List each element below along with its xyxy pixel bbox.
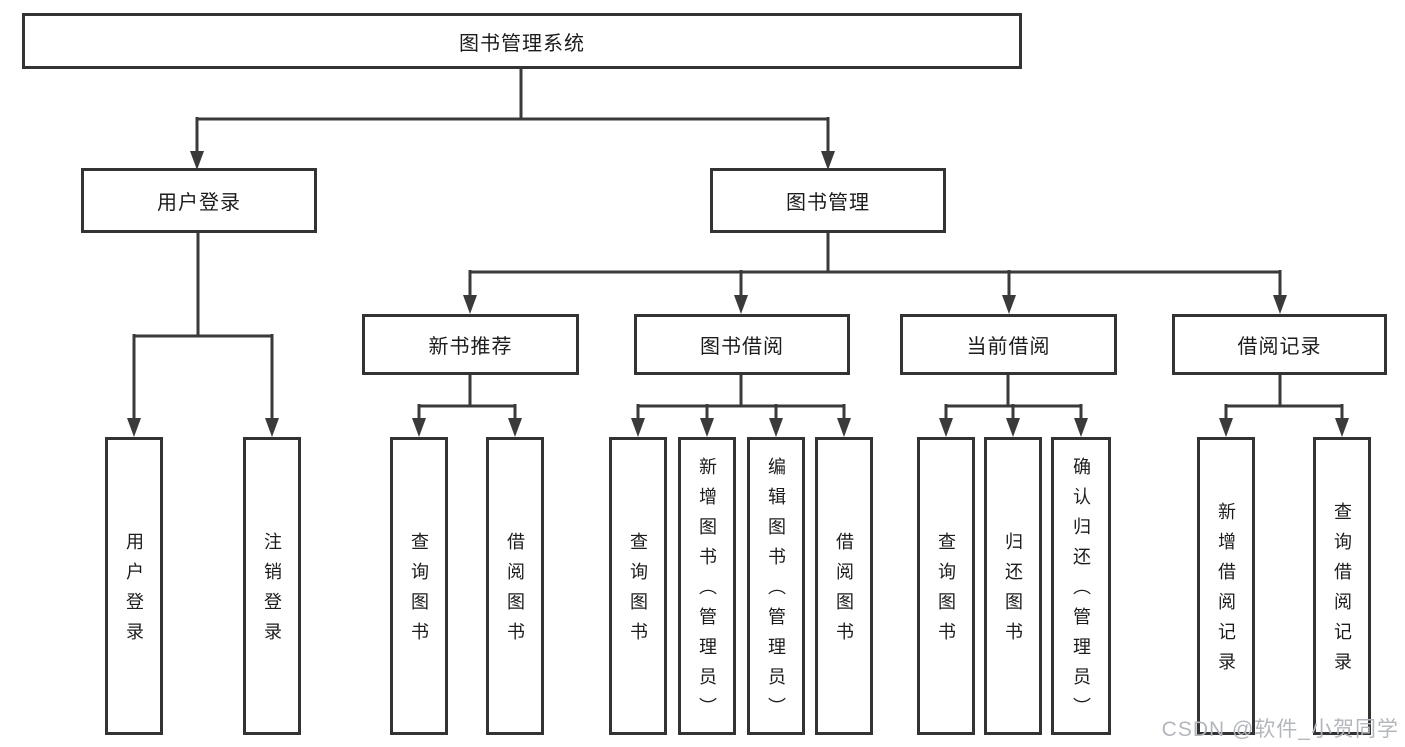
leaf-nbr-query-books: 查询图书 [390,437,448,735]
leaf-cb-query-books-label: 查询图书 [936,532,956,652]
node-user-login-label: 用户登录 [157,192,241,214]
node-new-book-recommendation: 新书推荐 [362,314,579,375]
leaf-cb-confirm-return-admin: 确认归还（管理员） [1051,437,1111,735]
leaf-bb-add-books-admin: 新增图书（管理员） [678,437,736,735]
leaf-br-add-borrow-record: 新增借阅记录 [1197,437,1255,735]
leaf-bb-query-books: 查询图书 [609,437,667,735]
leaf-cb-confirm-return-admin-label: 确认归还（管理员） [1071,457,1091,727]
leaf-bb-borrow-books-label: 借阅图书 [834,532,854,652]
leaf-br-query-borrow-record-label: 查询借阅记录 [1332,502,1352,682]
node-new-book-recommendation-label: 新书推荐 [428,336,513,358]
node-book-management-label: 图书管理 [786,192,870,214]
leaf-br-add-borrow-record-label: 新增借阅记录 [1216,502,1236,682]
node-borrowing-records: 借阅记录 [1172,314,1387,375]
leaf-bb-edit-books-admin-label: 编辑图书（管理员） [766,457,786,727]
leaf-bb-add-books-admin-label: 新增图书（管理员） [697,457,717,727]
node-library-system-label: 图书管理系统 [459,32,585,55]
leaf-cb-return-books: 归还图书 [984,437,1042,735]
watermark: CSDN @软件_小贺同学 [1161,718,1399,741]
leaf-cb-return-books-label: 归还图书 [1003,532,1023,652]
leaf-user-login: 用户登录 [105,437,163,735]
node-book-borrowing-label: 图书借阅 [700,336,784,358]
node-current-borrowing: 当前借阅 [900,314,1117,375]
node-borrowing-records-label: 借阅记录 [1237,336,1322,358]
leaf-cb-query-books: 查询图书 [917,437,975,735]
leaf-nbr-query-books-label: 查询图书 [409,532,429,652]
leaf-user-login-label: 用户登录 [124,532,144,652]
leaf-logout-label: 注销登录 [262,532,282,652]
leaf-logout: 注销登录 [243,437,301,735]
node-library-system: 图书管理系统 [22,13,1022,69]
leaf-bb-edit-books-admin: 编辑图书（管理员） [747,437,805,735]
leaf-br-query-borrow-record: 查询借阅记录 [1313,437,1371,735]
node-current-borrowing-label: 当前借阅 [966,336,1051,358]
node-user-login: 用户登录 [81,168,317,233]
node-book-borrowing: 图书借阅 [634,314,850,375]
leaf-nbr-borrow-books: 借阅图书 [486,437,544,735]
leaf-bb-borrow-books: 借阅图书 [815,437,873,735]
leaf-bb-query-books-label: 查询图书 [628,532,648,652]
node-book-management: 图书管理 [710,168,946,233]
leaf-nbr-borrow-books-label: 借阅图书 [505,532,525,652]
